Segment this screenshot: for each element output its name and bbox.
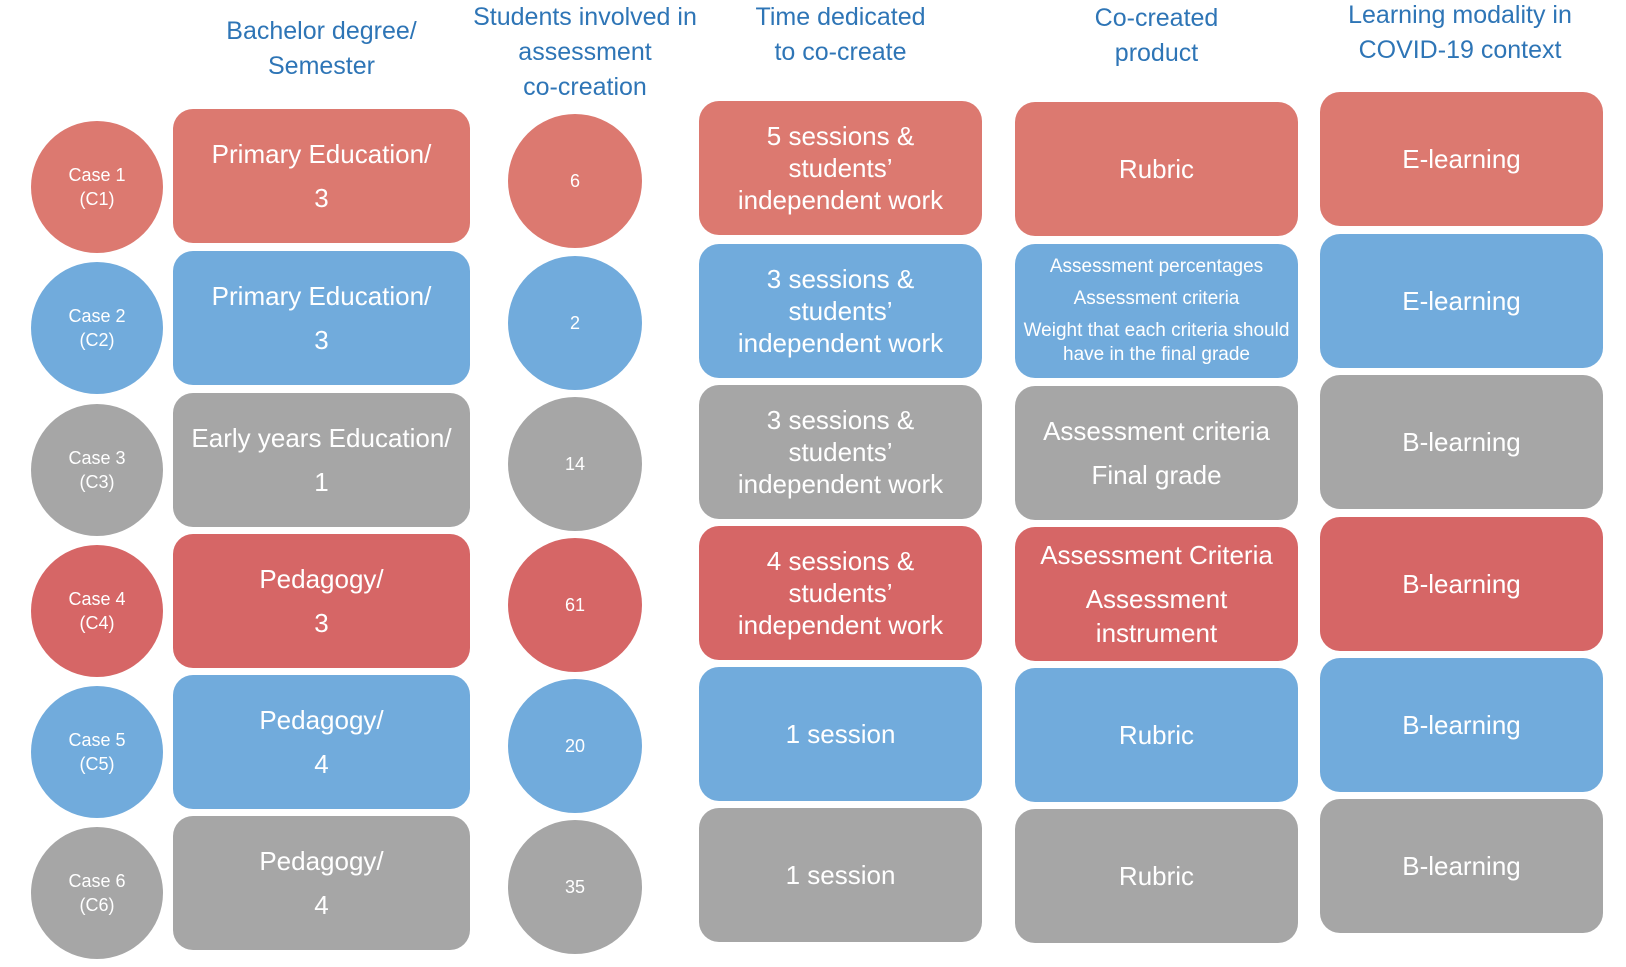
- product-label: Assessment criteria: [1073, 288, 1240, 309]
- product-box: Assessment criteria Final grade: [1015, 386, 1298, 520]
- product-label: Rubric: [1118, 861, 1195, 891]
- header-modality: Learning modality in COVID-19 context: [1348, 1, 1572, 64]
- time-box: 1 session: [699, 667, 982, 801]
- semester-label: 3: [314, 183, 329, 213]
- product-label: Rubric: [1118, 720, 1195, 750]
- modality-box: B-learning: [1320, 658, 1603, 792]
- time-box: 5 sessions & students’ independent work: [699, 101, 982, 235]
- product-box: Rubric: [1015, 809, 1298, 943]
- modality-box: E-learning: [1320, 234, 1603, 368]
- students-count-circle: 20: [508, 679, 642, 813]
- case-circle: Case 2 (C2): [31, 262, 163, 394]
- product-label: Assessment criteria: [1043, 416, 1270, 446]
- degree-label: Pedagogy/: [259, 846, 384, 876]
- time-box: 3 sessions & students’ independent work: [699, 385, 982, 519]
- degree-box: Early years Education/ 1: [173, 393, 470, 527]
- header-time: Time dedicated to co-create: [755, 3, 926, 66]
- students-count-circle: 14: [508, 397, 642, 531]
- header-degree: Bachelor degree/ Semester: [226, 17, 417, 80]
- product-label: Assessment instrument: [1085, 584, 1228, 648]
- modality-box: B-learning: [1320, 517, 1603, 651]
- time-box: 4 sessions & students’ independent work: [699, 526, 982, 660]
- case-circle: Case 3 (C3): [31, 404, 163, 536]
- semester-label: 3: [314, 325, 329, 355]
- degree-box: Primary Education/ 3: [173, 109, 470, 243]
- product-box: Rubric: [1015, 102, 1298, 236]
- product-label: Assessment Criteria: [1040, 540, 1273, 570]
- degree-label: Pedagogy/: [259, 564, 384, 594]
- semester-label: 1: [314, 467, 329, 497]
- students-count-circle: 35: [508, 820, 642, 954]
- header-product: Co-created product: [1094, 4, 1219, 67]
- degree-box: Pedagogy/ 3: [173, 534, 470, 668]
- degree-box: Pedagogy/ 4: [173, 816, 470, 950]
- modality-box: E-learning: [1320, 92, 1603, 226]
- degree-box: Primary Education/ 3: [173, 251, 470, 385]
- case-circle: Case 5 (C5): [31, 686, 163, 818]
- product-box: Assessment Criteria Assessment instrumen…: [1015, 527, 1298, 661]
- time-box: 3 sessions & students’ independent work: [699, 244, 982, 378]
- semester-label: 3: [314, 608, 329, 638]
- product-box: Rubric: [1015, 668, 1298, 802]
- degree-label: Pedagogy/: [259, 705, 384, 735]
- modality-box: B-learning: [1320, 375, 1603, 509]
- product-box: Assessment percentages Assessment criter…: [1015, 244, 1298, 378]
- degree-box: Pedagogy/ 4: [173, 675, 470, 809]
- degree-label: Primary Education/: [211, 281, 432, 311]
- time-box: 1 session: [699, 808, 982, 942]
- modality-box: B-learning: [1320, 799, 1603, 933]
- product-label: Final grade: [1091, 460, 1222, 490]
- students-count-circle: 2: [508, 256, 642, 390]
- product-label: Weight that each criteria should have in…: [1023, 320, 1290, 365]
- degree-label: Primary Education/: [211, 139, 432, 169]
- semester-label: 4: [314, 749, 329, 779]
- case-circle: Case 6 (C6): [31, 827, 163, 959]
- degree-label: Early years Education/: [191, 423, 452, 453]
- students-count-circle: 61: [508, 538, 642, 672]
- case-circle: Case 1 (C1): [31, 121, 163, 253]
- header-students: Students involved in assessment co-creat…: [473, 3, 697, 101]
- case-circle: Case 4 (C4): [31, 545, 163, 677]
- product-label: Assessment percentages: [1049, 256, 1264, 277]
- semester-label: 4: [314, 890, 329, 920]
- product-label: Rubric: [1118, 154, 1195, 184]
- students-count-circle: 6: [508, 114, 642, 248]
